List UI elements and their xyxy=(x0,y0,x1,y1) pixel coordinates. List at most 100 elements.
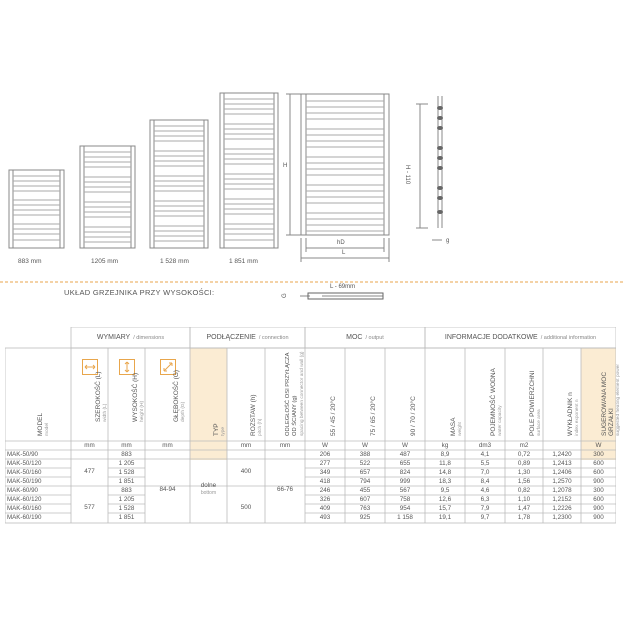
col-header-spacing: ODLEGŁOŚĆ OSI PRZYŁĄCZA OD ŚCIANY (g)spa… xyxy=(285,351,305,436)
unit-weight: kg xyxy=(441,442,449,449)
output-55-value: 206 xyxy=(319,451,331,458)
unit-heating-power: W xyxy=(595,442,602,449)
col-header-pitch: ROZSTAW (h)pitch (h) xyxy=(250,394,263,436)
exponent-value: 1,2226 xyxy=(552,505,572,512)
unit-output-75: W xyxy=(362,442,368,449)
water-capacity-value: 4,6 xyxy=(480,487,490,494)
output-55-value: 349 xyxy=(319,469,331,476)
width-icon xyxy=(82,359,98,375)
model-name: MAK-60/190 xyxy=(7,514,42,521)
dim-H110: H - 110 xyxy=(404,165,410,185)
model-name: MAK-50/90 xyxy=(7,451,38,458)
output-55-value: 418 xyxy=(319,478,331,485)
output-75-value: 455 xyxy=(359,487,371,494)
model-name: MAK-60/90 xyxy=(7,487,38,494)
unit-surface-area: m2 xyxy=(519,442,529,449)
weight-value: 9,5 xyxy=(440,487,450,494)
col-header-output-55: 55 / 45 / 20°C xyxy=(330,396,337,436)
dim-L: L xyxy=(342,250,346,256)
radiator-1205 xyxy=(79,145,136,249)
weight-value: 14,8 xyxy=(438,469,452,476)
unit-output-90: W xyxy=(402,442,408,449)
water-capacity-value: 8,4 xyxy=(480,478,490,485)
output-75-value: 763 xyxy=(359,505,371,512)
water-capacity-value: 9,7 xyxy=(480,514,490,521)
heating-power-value: 600 xyxy=(593,469,604,476)
table-grid xyxy=(5,327,616,524)
output-75-value: 657 xyxy=(359,469,371,476)
output-75-value: 388 xyxy=(359,451,371,458)
output-55-value: 277 xyxy=(319,460,331,467)
heating-power-value: 900 xyxy=(593,505,604,512)
exponent-value: 1,2420 xyxy=(552,451,572,458)
exponent-value: 1,2078 xyxy=(552,487,572,494)
output-75-value: 794 xyxy=(359,478,371,485)
model-name: MAK-60/120 xyxy=(7,496,42,503)
height-value: 1 528 xyxy=(118,469,135,476)
output-75-value: 607 xyxy=(359,496,371,503)
surface-area-value: 1,30 xyxy=(517,469,531,476)
radiator-1528 xyxy=(149,119,209,249)
model-name: MAK-50/120 xyxy=(7,460,42,467)
weight-value: 11,8 xyxy=(439,460,451,467)
front-view-drawing xyxy=(286,93,390,262)
size-label-1528: 1 528 mm xyxy=(160,258,189,265)
output-75-value: 522 xyxy=(359,460,371,467)
output-55-value: 326 xyxy=(319,496,331,503)
group-header-dimensions: WYMIARY/ dimensions xyxy=(96,334,165,341)
water-capacity-value: 6,3 xyxy=(480,496,490,503)
radiator-883 xyxy=(8,169,65,249)
dim-H: H xyxy=(283,163,288,169)
surface-area-value: 1,47 xyxy=(517,505,531,512)
output-90-value: 487 xyxy=(399,451,411,458)
output-55-value: 409 xyxy=(319,505,331,512)
output-90-value: 824 xyxy=(399,469,411,476)
surface-area-value: 0,89 xyxy=(517,460,531,467)
water-capacity-value: 4,1 xyxy=(480,451,490,458)
col-header-output-75: 75 / 65 / 20°C xyxy=(370,396,377,436)
col-header-depth: GŁĘBOKOŚĆ (G)depth (G) xyxy=(173,369,186,422)
width-value-50: 477 xyxy=(84,468,95,475)
dim-g: g xyxy=(446,238,450,244)
model-name: MAK-50/190 xyxy=(7,478,42,485)
water-capacity-value: 5,5 xyxy=(480,460,490,467)
height-value: 1 205 xyxy=(118,496,135,503)
weight-value: 12,6 xyxy=(438,496,452,503)
surface-area-value: 0,82 xyxy=(517,487,531,494)
height-value: 1 205 xyxy=(118,460,135,467)
unit-width: mm xyxy=(84,442,95,449)
col-header-output-90: 90 / 70 / 20°C xyxy=(410,396,417,436)
output-90-value: 758 xyxy=(399,496,411,503)
col-header-width: SZEROKOŚĆ (L)width (L) xyxy=(95,371,108,422)
output-90-value: 999 xyxy=(399,478,411,485)
output-55-value: 493 xyxy=(319,514,331,521)
exponent-value: 1,2152 xyxy=(552,496,572,503)
unit-output-55: W xyxy=(322,442,328,449)
weight-value: 18,3 xyxy=(438,478,452,485)
group-header-additional-info: INFORMACJE DODATKOWE/ additional informa… xyxy=(444,334,597,341)
exponent-value: 1,2300 xyxy=(552,514,572,521)
col-header-height: WYSOKOŚĆ (H)height (H) xyxy=(132,372,145,422)
pitch-value-50: 400 xyxy=(240,468,252,475)
heating-power-value: 600 xyxy=(593,496,604,503)
radiator-drawings xyxy=(0,92,625,300)
dim-L69: L - 69mm xyxy=(330,284,356,290)
weight-value: 15,7 xyxy=(438,505,452,512)
output-90-value: 567 xyxy=(399,487,411,494)
water-capacity-value: 7,9 xyxy=(480,505,490,512)
height-icon xyxy=(119,359,135,375)
unit-spacing: mm xyxy=(279,442,291,449)
height-value: 1 528 xyxy=(118,505,135,512)
dim-G: G xyxy=(282,293,288,298)
dim-hD: hD xyxy=(337,240,345,246)
model-name: MAK-60/160 xyxy=(7,505,42,512)
height-value: 883 xyxy=(121,451,132,458)
spacing-value: 66-76 xyxy=(276,486,294,493)
